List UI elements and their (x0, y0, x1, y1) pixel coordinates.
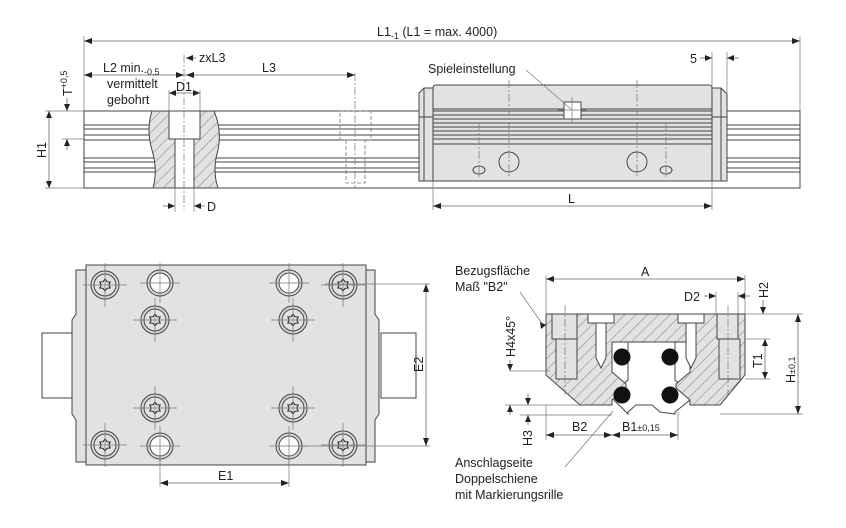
dimension-l2: L2 min.-0,5 vermittelt gebohrt (84, 61, 184, 107)
rail-end-right (380, 332, 417, 399)
dimension-d1: D1 (168, 80, 201, 111)
t-label: T+0,5 (59, 71, 75, 96)
screw-left (587, 313, 615, 370)
callout-stop-side: Anschlagseite Doppelschiene mit Markieru… (455, 410, 614, 502)
dimension-h1: H1 (35, 110, 84, 189)
top-view: E1 E2 (41, 263, 430, 487)
screw-right (677, 313, 705, 370)
callout-play-adjust: Spieleinstellung (428, 62, 572, 110)
t1-label: T1 (751, 353, 765, 368)
play-adjust-screw (563, 101, 582, 120)
stop-side-line2: Doppelschiene (455, 472, 538, 486)
stop-side-line3: mit Markierungsrille (455, 488, 563, 502)
l-label: L (568, 192, 575, 206)
dimension-h4: H4x45° (504, 316, 550, 372)
l2-label: L2 min.-0,5 (103, 61, 160, 77)
d1-label: D1 (176, 80, 192, 94)
d-label: D (207, 200, 216, 214)
l1-label: L1-1 (L1 = max. 4000) (377, 25, 497, 41)
dimension-b2: B2 (545, 405, 612, 440)
dimension-l1: L1-1 (L1 = max. 4000) (83, 25, 801, 111)
h2-label: H2 (757, 282, 771, 298)
h-label: H±0,1 (784, 357, 798, 383)
ball (661, 348, 679, 366)
offset-5-label: 5 (690, 52, 697, 66)
reference-label-line2: Maß "B2" (455, 280, 508, 294)
l3-label: L3 (262, 61, 276, 75)
dimension-h2: H2 (757, 282, 771, 314)
dimension-t: T+0,5 (59, 71, 84, 150)
ball (613, 348, 631, 366)
b2-label: B2 (572, 420, 587, 434)
e2-label: E2 (412, 357, 426, 372)
dimension-e2: E2 (300, 283, 430, 447)
dimension-h3: H3 (505, 394, 612, 446)
dimension-t1: T1 (745, 338, 770, 380)
e1-label: E1 (218, 469, 233, 483)
dimension-e1: E1 (159, 455, 290, 487)
dimension-zxl3: zxL3 (186, 51, 225, 65)
dimension-l3: L3 (184, 61, 355, 78)
dimension-d: D (163, 188, 216, 214)
play-adjust-label: Spieleinstellung (428, 62, 516, 76)
cross-section: Bezugsfläche Maß "B2" A D2 H2 (455, 264, 803, 502)
callout-reference-surface: Bezugsfläche Maß "B2" (455, 264, 546, 329)
reference-label-line1: Bezugsfläche (455, 264, 530, 278)
dimension-l: L (432, 181, 713, 210)
a-label: A (641, 265, 650, 279)
dimension-b1: B1±0,15 (612, 412, 679, 440)
l2-note-line1: vermittelt (107, 77, 158, 91)
zxl3-label: zxL3 (199, 51, 225, 65)
rail-bore-section (148, 55, 220, 210)
carriage-top (85, 264, 367, 466)
end-seal-right (363, 269, 380, 463)
carriage-side (418, 80, 728, 182)
d2-label: D2 (684, 290, 700, 304)
b1-label: B1±0,15 (622, 420, 660, 434)
h3-label: H3 (521, 430, 535, 446)
dimension-d2: D2 (684, 290, 750, 314)
hidden-bore (339, 73, 372, 188)
side-view: L1-1 (L1 = max. 4000) L2 min.-0,5 vermit… (35, 25, 801, 214)
dimension-a: A (545, 265, 746, 314)
h1-label: H1 (35, 142, 49, 158)
dimension-h: H±0,1 (720, 313, 803, 415)
dimension-5: 5 (690, 52, 739, 94)
stop-side-line1: Anschlagseite (455, 456, 533, 470)
end-seal-left (71, 269, 87, 463)
h4-label: H4x45° (504, 316, 518, 357)
ball (661, 386, 679, 404)
l2-note-line2: gebohrt (107, 93, 150, 107)
rail-end-left (41, 332, 77, 399)
ball (613, 386, 631, 404)
